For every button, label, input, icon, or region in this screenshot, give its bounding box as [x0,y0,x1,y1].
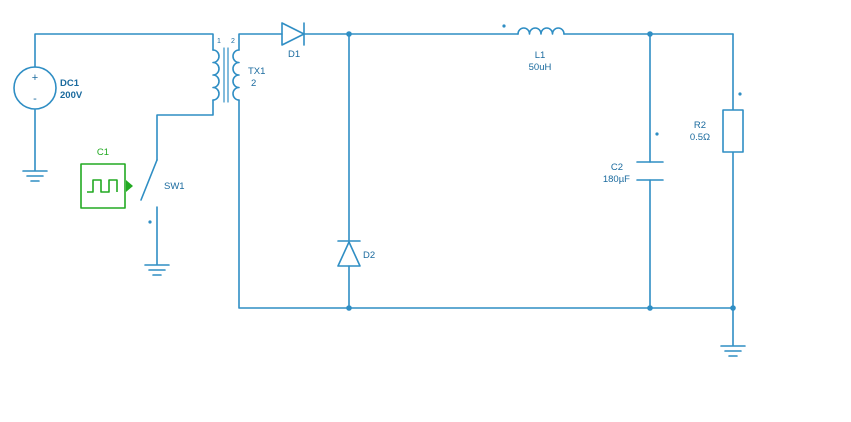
junction-dot [346,31,352,37]
dc1-minus-sign: - [33,93,37,105]
c2-polarity-dot [655,132,659,136]
switch-sw1[interactable] [140,159,158,201]
l1-value-label: 50uH [529,62,552,73]
tx1-pin1-label: 1 [217,38,221,45]
junction-dot [730,305,736,311]
diode-d2[interactable] [337,240,361,267]
wires [34,33,734,346]
junction-dot [647,31,653,37]
tx1-pin2-label: 2 [231,38,235,45]
labels: + - DC1 200V 1 2 TX1 2 D1 D2 L1 50uH C1 … [32,38,710,261]
c2-ref-label: C2 [611,162,623,173]
wire-primary-to-switch[interactable] [156,99,214,161]
junctions [346,31,736,311]
ground-switch[interactable] [144,264,170,276]
ground-dc1[interactable] [22,170,48,182]
tx1-value-label: 2 [251,78,256,89]
c2-value-label: 180µF [603,174,630,185]
r2-value-label: 0.5Ω [690,132,710,143]
tx1-ref-label: TX1 [248,66,265,77]
dc1-plus-sign: + [32,72,38,84]
c1-ref-label: C1 [97,147,109,158]
sw1-polarity-dot [148,220,152,224]
dc1-value-label: 200V [60,90,83,101]
wire-secondary-to-d1[interactable] [238,33,283,51]
transformer-tx1[interactable] [212,47,240,103]
r2-polarity-dot [738,92,742,96]
l1-polarity-dot [502,24,506,28]
capacitor-c2[interactable] [636,161,664,181]
junction-dot [346,305,352,311]
r2-ref-label: R2 [694,120,706,131]
clock-source-c1[interactable] [80,163,133,209]
d2-ref-label: D2 [363,250,375,261]
dc1-source[interactable] [13,66,57,110]
sw1-ref-label: SW1 [164,181,185,192]
clock-output-arrow-icon [126,180,133,192]
dc1-ref-label: DC1 [60,78,80,89]
wire-dc1-to-primary[interactable] [34,33,214,68]
l1-ref-label: L1 [535,50,546,61]
square-wave-icon [87,179,118,193]
ground-output[interactable] [720,345,746,357]
inductor-l1[interactable] [517,27,565,35]
wire-return-rail[interactable] [238,99,734,309]
resistor-r2[interactable] [722,109,744,153]
d1-ref-label: D1 [288,49,300,60]
diode-d1[interactable] [281,22,305,46]
junction-dot [647,305,653,311]
